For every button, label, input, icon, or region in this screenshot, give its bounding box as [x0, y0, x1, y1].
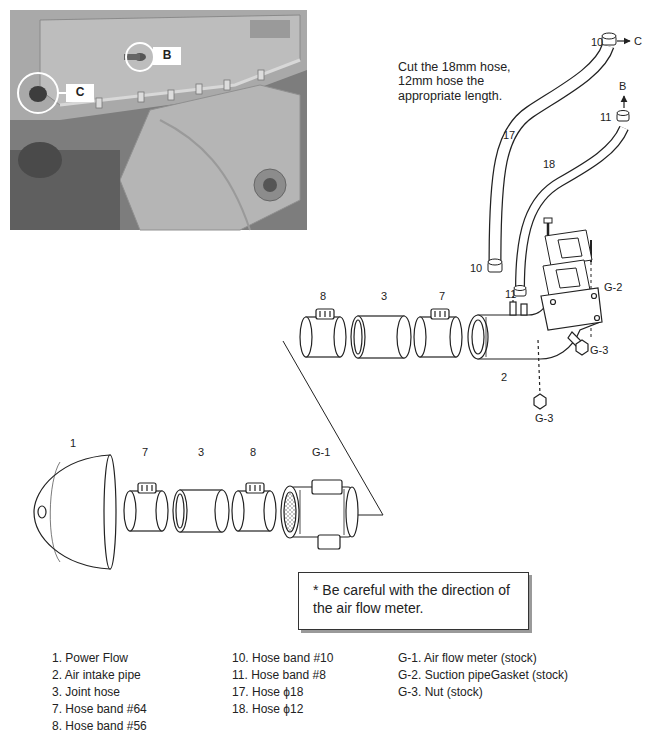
photo-callout-box: C: [66, 84, 94, 102]
direction-letter: B: [619, 80, 626, 93]
joint-hose-drawing: [351, 316, 411, 358]
callout-number: 7: [439, 290, 445, 303]
callout-number: 11: [505, 288, 516, 301]
part-list-item: 17. Hose ϕ18: [232, 686, 303, 700]
callout-number: G-3: [535, 412, 553, 425]
direction-letter: C: [634, 35, 642, 48]
part-list-item: 10. Hose band #10: [232, 652, 333, 666]
part-list-item: G-3. Nut (stock): [398, 686, 483, 700]
part-list-item: 8. Hose band #56: [52, 720, 147, 734]
callout-number: G-2: [604, 281, 622, 294]
callout-number: 8: [250, 446, 256, 459]
part-list-item: 3. Joint hose: [52, 686, 120, 700]
callout-number: 18: [543, 158, 555, 171]
instruction-note: Cut the 18mm hose, 12mm hose the appropr…: [398, 60, 526, 103]
callout-number: 3: [198, 446, 204, 459]
callout-number: 11: [600, 111, 611, 124]
direction-arrow: [617, 40, 630, 41]
node-text: B: [153, 48, 181, 64]
air-filter-drawing: [34, 455, 116, 569]
callout-number: 10: [591, 36, 603, 49]
callout-number: 8: [320, 290, 326, 303]
callout-number: 2: [501, 371, 507, 384]
node-text: C: [66, 85, 94, 101]
photo-callout-box: B: [153, 47, 181, 65]
engine-photo: [10, 10, 307, 230]
part-list-item: 7. Hose band #64: [52, 703, 147, 717]
direction-arrow: [623, 96, 624, 108]
part-list-item: 2. Air intake pipe: [52, 669, 141, 683]
callout-number: G-3: [590, 344, 608, 357]
node-text: * Be careful with the direction of the a…: [313, 581, 518, 617]
callout-number: G-1: [312, 446, 330, 459]
intake-pipe-drawing: [468, 288, 602, 409]
hose-drawing: [495, 46, 624, 288]
callout-number: 7: [142, 446, 148, 459]
hose-band-drawing: [300, 309, 462, 357]
part-list-item: 1. Power Flow: [52, 652, 128, 666]
part-list-item: G-2. Suction pipeGasket (stock): [398, 669, 568, 683]
callout-number: 3: [381, 290, 387, 303]
joint-hose-drawing: [173, 490, 229, 532]
part-list-item: 18. Hose ϕ12: [232, 703, 303, 717]
callout-number: 1: [70, 437, 76, 450]
callout-number: 10: [470, 262, 482, 275]
air-flow-meter-drawing: [281, 480, 358, 549]
part-list-item: 11. Hose band #8: [232, 669, 326, 683]
caution-note-box: * Be careful with the direction of the a…: [298, 572, 529, 630]
hose-band-drawing: [124, 483, 276, 531]
callout-number: 17: [503, 129, 515, 142]
part-list-item: G-1. Air flow meter (stock): [398, 652, 537, 666]
